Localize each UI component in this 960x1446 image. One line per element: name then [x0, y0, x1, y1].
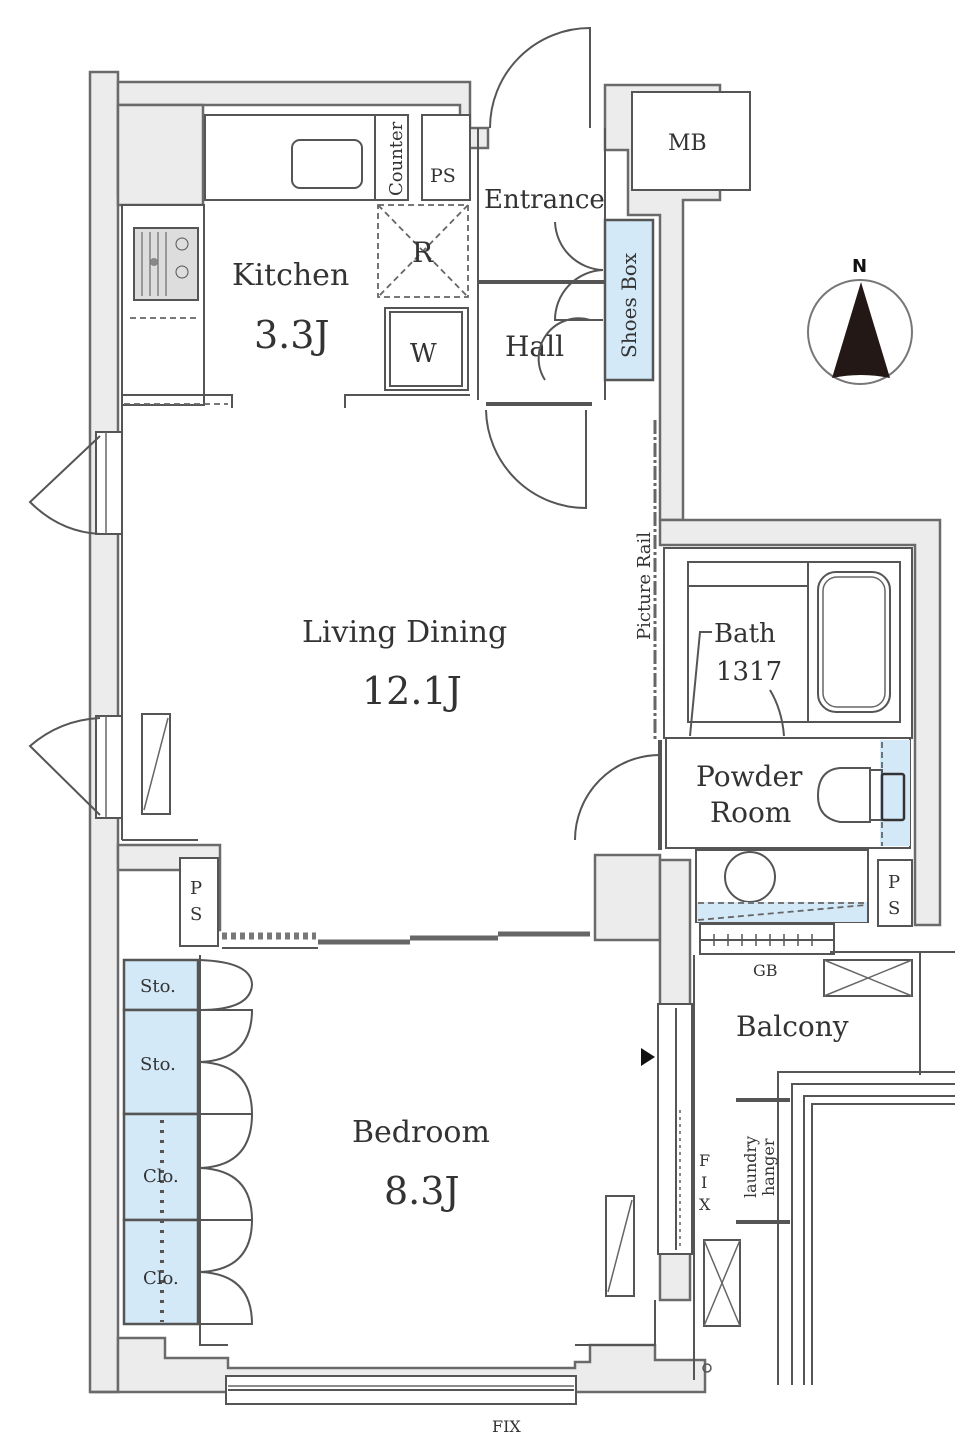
- mb-label: MB: [668, 131, 707, 156]
- fix-side-i: I: [701, 1173, 707, 1192]
- living-dining: Picture Rail Living Dining 12.1J: [28, 405, 662, 850]
- bath-name: Bath: [714, 619, 776, 649]
- laundry-label-1: laundry: [741, 1136, 760, 1198]
- gb-label: GB: [753, 961, 778, 980]
- bedroom: Sto. Sto. Clo. Clo. Bedroom 8.3J F I X F…: [122, 955, 711, 1436]
- entrance-hall: Entrance Hall Shoes Box: [477, 26, 655, 510]
- bath: Bath 1317: [663, 547, 913, 739]
- storage-label: Clo.: [143, 1166, 179, 1187]
- ps-left-s: S: [190, 904, 202, 925]
- bath-size: 1317: [716, 657, 782, 687]
- storage-unit: [122, 1008, 200, 1116]
- washer-label: W: [410, 339, 437, 369]
- shoes-box-label: Shoes Box: [617, 252, 641, 358]
- meter-box: MB: [631, 91, 751, 191]
- stove-icon: [133, 227, 199, 301]
- ps-right-p: P: [888, 872, 900, 893]
- powder-name-1: Powder: [696, 760, 803, 793]
- balcony: Balcony laundry hanger: [693, 951, 955, 1385]
- fix-bottom-label: FIX: [492, 1417, 521, 1436]
- kitchen: Counter PS R W Kitchen 3.3J: [121, 114, 471, 408]
- compass-label: N: [852, 256, 867, 277]
- storage-label: Clo.: [143, 1268, 179, 1289]
- living-name: Living Dining: [302, 615, 507, 650]
- hall-name: Hall: [505, 330, 564, 363]
- ps-left-p: P: [190, 878, 202, 899]
- partition-wall: [222, 931, 590, 949]
- washbasin-area: P S GB: [695, 849, 913, 980]
- storage-label: Sto.: [140, 1054, 176, 1075]
- powder-room: Powder Room: [665, 737, 911, 849]
- storage-label: Sto.: [140, 976, 176, 997]
- ps-right-s: S: [888, 898, 900, 919]
- north-compass-icon: N: [807, 256, 913, 385]
- fix-side-f: F: [699, 1151, 710, 1170]
- laundry-label-2: hanger: [759, 1138, 778, 1196]
- counter-label: Counter: [386, 121, 407, 196]
- kitchen-name: Kitchen: [232, 258, 349, 293]
- ps-label: PS: [430, 165, 456, 187]
- picture-rail-label: Picture Rail: [634, 532, 655, 640]
- powder-name-2: Room: [710, 796, 791, 829]
- fix-side-x: X: [699, 1195, 711, 1214]
- balcony-name: Balcony: [736, 1010, 849, 1043]
- kitchen-size: 3.3J: [254, 313, 330, 357]
- bedroom-name: Bedroom: [352, 1115, 490, 1150]
- bedroom-size: 8.3J: [384, 1169, 460, 1213]
- living-size: 12.1J: [362, 669, 462, 713]
- ps-left: P S: [179, 857, 219, 947]
- entrance-name: Entrance: [484, 185, 605, 215]
- refrigerator-label: R: [412, 236, 434, 269]
